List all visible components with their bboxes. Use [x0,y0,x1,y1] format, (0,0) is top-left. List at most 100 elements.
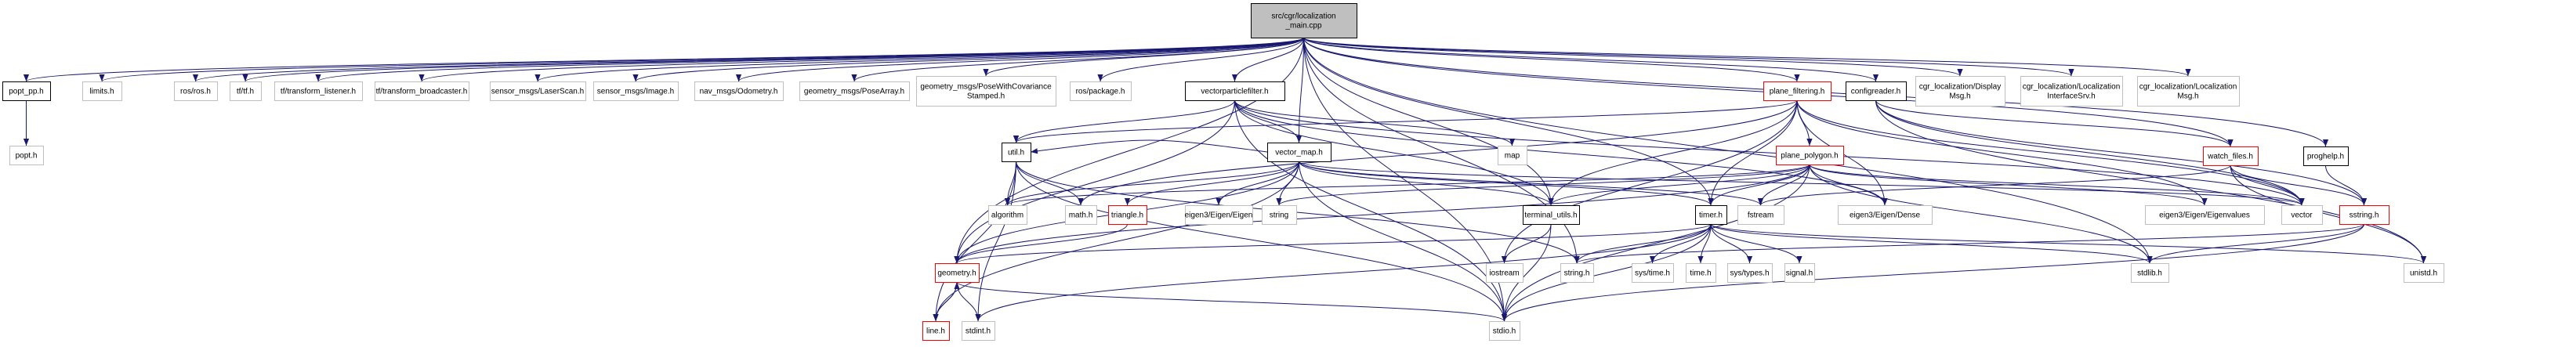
node-box [2303,146,2349,166]
node-box [490,81,586,101]
node-vpf[interactable]: vectorparticlefilter.h [1185,81,1285,101]
edge-line-to-geometry [935,281,960,322]
edge-sstring-to-stdio [1502,223,2364,322]
edge-sstring-to-stdlib [2147,223,2364,264]
edges-layer [23,37,2427,322]
edge-plane_filtering-to-util [1013,99,1798,143]
node-util[interactable]: util.h [1002,143,1031,162]
node-label: nav_msgs/Odometry.h [700,88,778,96]
node-label: Msg.h [1949,92,1970,101]
node-box [593,81,679,101]
node-proghelp[interactable]: proghelp.h [2303,146,2349,166]
node-label: fstream [1748,211,1773,220]
node-vector-map[interactable]: vector_map.h [1267,143,1331,162]
node-algorithm: algorithm [988,205,1027,225]
edge-vector_map-to-fstream [1299,161,1763,206]
node-label: util.h [1008,149,1024,157]
node-box [2145,205,2265,225]
node-label: cgr_localization/Display [1919,83,2002,92]
node-label: iostream [1489,269,1519,278]
node-label: tf/transform_listener.h [281,88,356,96]
node-box [1915,76,2005,107]
node-box [174,81,218,101]
node-timer[interactable]: timer.h [1695,205,1727,225]
node-popt-pp[interactable]: popt_pp.h [2,81,51,101]
node-iostream: iostream [1486,263,1523,283]
node-geometry[interactable]: geometry.h [935,263,980,283]
node-box [935,263,980,283]
node-plane-filtering[interactable]: plane_filtering.h [1763,81,1831,101]
node-label: tf/transform_broadcaster.h [376,88,468,96]
edge-plane_polygon-to-string [1276,164,1810,206]
edge-timer-to-systypes [1710,223,1753,264]
node-box [375,81,469,101]
node-label: sys/time.h [1635,269,1670,278]
node-stdio: stdio.h [1489,321,1520,341]
edge-configreader-to-unistd [1875,99,2427,264]
edge-plane_filtering-to-plane_polygon [1796,99,1813,146]
edge-timer-to-systime [1649,223,1712,264]
node-plane-polygon[interactable]: plane_polygon.h [1776,146,1844,165]
node-box [2020,76,2123,107]
node-box [962,321,995,341]
node-popt: popt.h [9,146,44,165]
node-vector: vector [2281,205,2323,225]
node-label: geometry_msgs/PoseArray.h [804,88,904,96]
edge-geometry-to-stdio [956,281,1507,322]
node-label: string.h [1564,269,1590,278]
node-label: time.h [1690,269,1711,278]
node-posecov: geometry_msgs/PoseWithCovarianceStamped.… [916,76,1056,107]
edge-root-to-displaymsg [1303,37,1963,77]
edge-root-to-vector_map [1295,37,1304,143]
node-label: eigen3/Eigen/Dense [1850,211,1921,220]
edge-timer-to-stdint [975,223,1712,322]
edge-configreader-to-vector [1875,99,2305,206]
node-label: ros/ros.h [180,88,211,96]
node-sstring[interactable]: sstring.h [2339,205,2389,225]
edge-util-to-stdint [975,161,1016,322]
node-label: vector [2291,211,2313,220]
node-label: sys/types.h [1730,269,1769,278]
edge-terminal_utils-to-stdio [1501,223,1552,322]
edge-vector_map-to-triangle [1124,161,1299,206]
edge-vector_map-to-eigen [1216,161,1299,206]
node-root[interactable]: src/cgr/localization_main.cpp [1251,3,1357,38]
edge-vector_map-to-vector [1299,161,2305,206]
node-label: string [1270,211,1288,220]
edge-timer-to-unistd [1710,223,2426,264]
edge-root-to-ros_package [1097,37,1304,82]
edge-plane_polygon-to-vector [1809,164,2305,206]
edge-root-to-terminal_utils [1303,37,1554,206]
edge-root-to-ros_ros [193,37,1304,82]
edge-configreader-to-sstring [1875,99,2368,206]
node-watch-files[interactable]: watch_files.h [2203,146,2259,166]
node-label: cgr_localization/Localization [2139,83,2237,92]
node-label: Stamped.h [967,92,1005,101]
edge-vpf-to-eigen_dense [1234,99,1888,206]
node-stdlib: stdlib.h [2131,263,2169,283]
node-label: plane_filtering.h [1770,88,1825,96]
node-box [988,205,1027,225]
edge-watch_files-to-vector [2230,164,2305,206]
node-box [1489,321,1520,341]
node-label: tf/tf.h [237,88,254,96]
node-box [1560,263,1594,283]
edge-vpf-to-terminal_utils [1234,99,1554,206]
node-label: popt.h [16,152,38,161]
node-box [1763,81,1831,101]
node-math: math.h [1065,205,1097,225]
node-line[interactable]: line.h [922,321,950,341]
node-box [1262,205,1297,225]
node-box [2131,263,2169,283]
edge-vector_map-to-timer [1299,161,1714,206]
edge-vpf-to-vector [1234,99,2305,206]
node-ros-package: ros/package.h [1070,81,1132,101]
node-configreader[interactable]: configreader.h [1846,81,1907,101]
edge-plane_polygon-to-terminal_utils [1548,164,1810,206]
node-eigen-dense: eigen3/Eigen/Dense [1838,205,1933,225]
edge-util-to-math [1016,161,1084,206]
node-terminal-utils[interactable]: terminal_utils.h [1523,205,1580,225]
node-label: sensor_msgs/Image.h [597,88,674,96]
node-triangle[interactable]: triangle.h [1108,205,1147,225]
